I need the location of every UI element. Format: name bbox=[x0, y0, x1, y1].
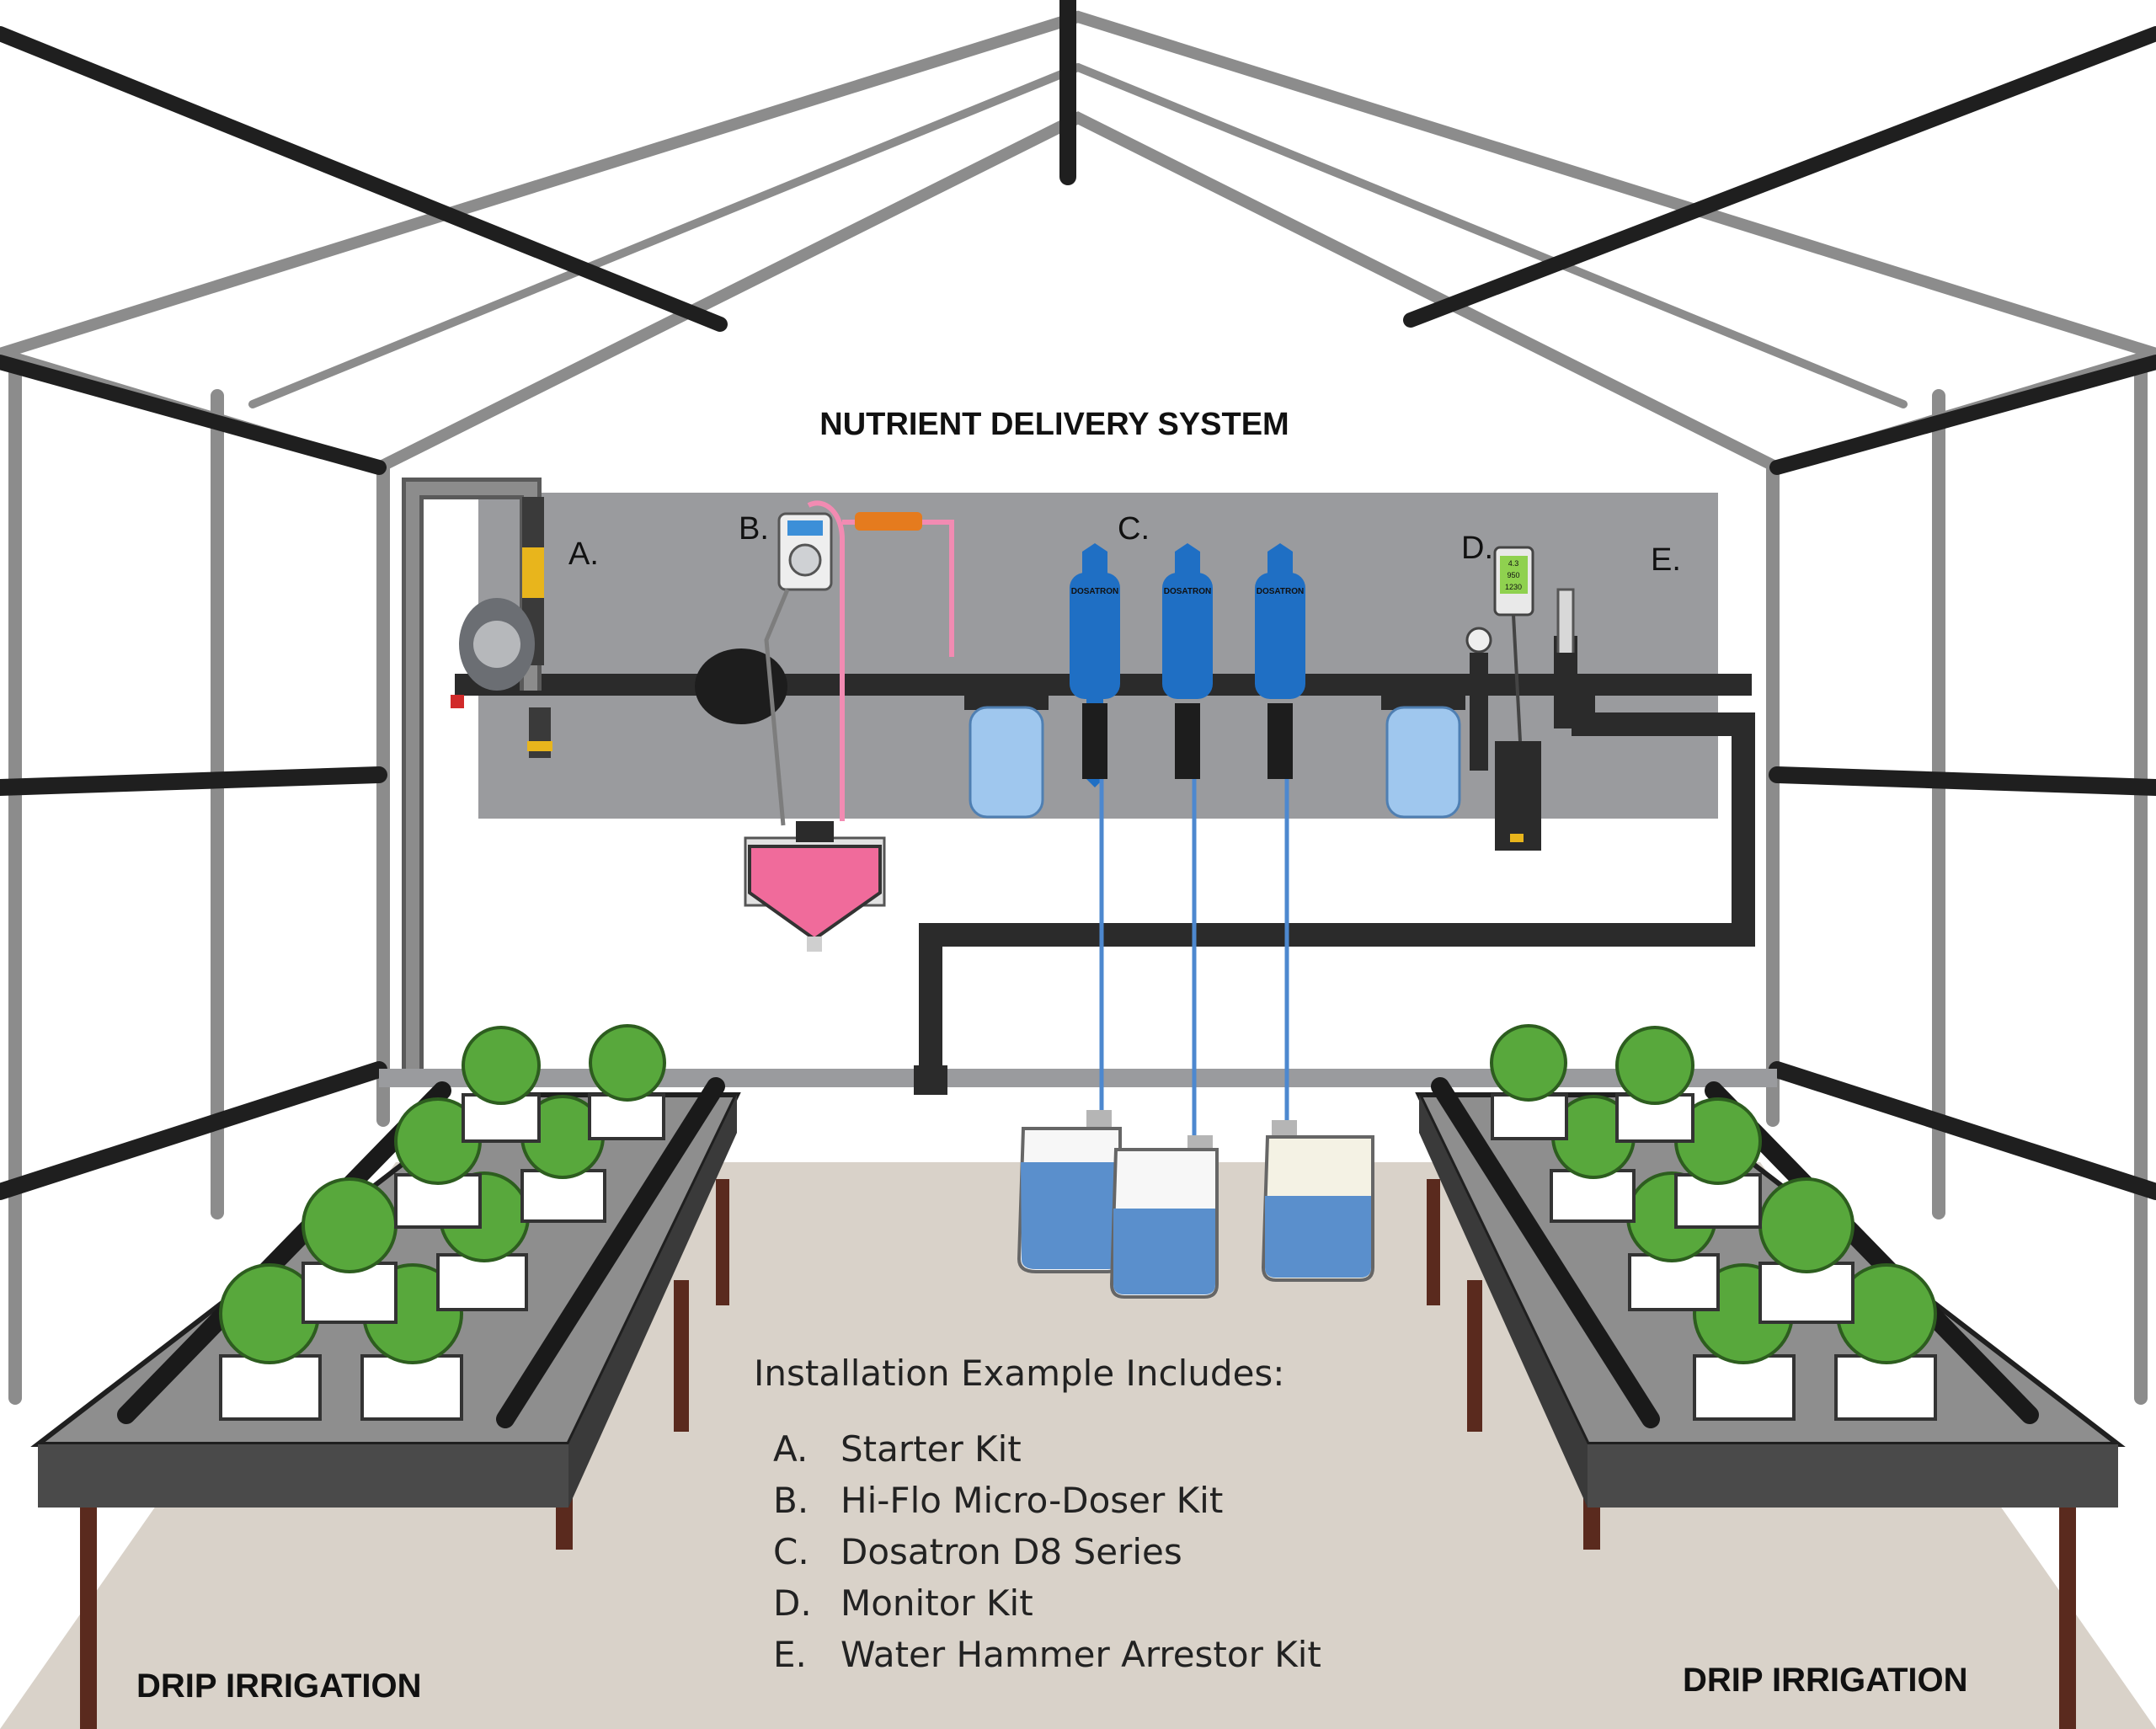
installation-item-letter: A. bbox=[773, 1428, 808, 1470]
nutrient-jugs bbox=[1017, 1110, 1374, 1299]
label-d: D. bbox=[1461, 531, 1493, 566]
nutrient-jug-1 bbox=[1017, 1110, 1122, 1273]
label-e: E. bbox=[1651, 542, 1681, 578]
starter-kit bbox=[451, 497, 552, 758]
monitor-kit: 4.3 950 1230 bbox=[1465, 546, 1541, 851]
bench-label-right: DRIP IRRIGATION bbox=[1683, 1662, 1968, 1699]
bench-right bbox=[1415, 1077, 2126, 1729]
label-b: B. bbox=[739, 511, 769, 547]
installation-item-label: Starter Kit bbox=[841, 1428, 1022, 1470]
plant-pot bbox=[588, 1024, 666, 1140]
water-meter bbox=[695, 648, 787, 724]
label-a: A. bbox=[568, 536, 599, 572]
dosatron-brand-2: DOSATRON bbox=[1164, 587, 1211, 596]
nutrient-jug-3 bbox=[1261, 1120, 1374, 1282]
plant-pot bbox=[436, 1171, 530, 1311]
installation-item-label: Monitor Kit bbox=[841, 1582, 1033, 1624]
plant-pot bbox=[1834, 1263, 1937, 1421]
installation-item-letter: B. bbox=[773, 1480, 808, 1521]
plant-pot bbox=[1615, 1026, 1694, 1143]
filter-housing-right bbox=[1381, 680, 1465, 819]
filter-housing-left bbox=[964, 680, 1049, 819]
plant-pot bbox=[1674, 1097, 1762, 1229]
plant-pot bbox=[1758, 1177, 1854, 1324]
label-c: C. bbox=[1118, 511, 1150, 547]
bench-label-left: DRIP IRRIGATION bbox=[136, 1668, 422, 1705]
plant-pot bbox=[1490, 1024, 1568, 1140]
monitor-reading-ec: 950 bbox=[1507, 571, 1519, 579]
plant-pot bbox=[302, 1177, 398, 1324]
monitor-reading-ppm: 1230 bbox=[1505, 583, 1522, 591]
dosatron-brand-1: DOSATRON bbox=[1071, 587, 1118, 596]
plant-pot bbox=[462, 1026, 541, 1143]
installation-heading: Installation Example Includes: bbox=[754, 1353, 1284, 1394]
installation-list: A. Starter Kit B. Hi-Flo Micro-Doser Kit… bbox=[773, 1428, 1321, 1675]
nutrient-jug-2 bbox=[1109, 1135, 1219, 1299]
water-hammer-arrestor bbox=[1554, 588, 1701, 736]
plant-pot bbox=[394, 1097, 482, 1229]
monitor-reading-ph: 4.3 bbox=[1508, 559, 1519, 568]
installation-item-label: Hi-Flo Micro-Doser Kit bbox=[841, 1480, 1223, 1521]
plants-left bbox=[219, 1024, 666, 1421]
system-title: NUTRIENT DELIVERY SYSTEM bbox=[819, 407, 1289, 442]
plant-pot bbox=[1550, 1095, 1636, 1223]
installation-item-letter: E. bbox=[773, 1634, 807, 1675]
plant-pot bbox=[520, 1095, 606, 1223]
installation-item-label: Water Hammer Arrestor Kit bbox=[841, 1634, 1321, 1675]
chemical-tank bbox=[744, 821, 886, 952]
installation-item-letter: D. bbox=[773, 1582, 812, 1624]
micro-doser bbox=[764, 500, 954, 826]
installation-item-letter: C. bbox=[773, 1531, 809, 1572]
installation-item-label: Dosatron D8 Series bbox=[841, 1531, 1182, 1572]
dosatron-brand-3: DOSATRON bbox=[1257, 587, 1304, 596]
plant-pot bbox=[219, 1263, 322, 1421]
plants-right bbox=[1490, 1024, 1937, 1421]
greenhouse-frame bbox=[0, 0, 2156, 1405]
dosatron-injector-2: DOSATRON bbox=[1162, 543, 1213, 1230]
